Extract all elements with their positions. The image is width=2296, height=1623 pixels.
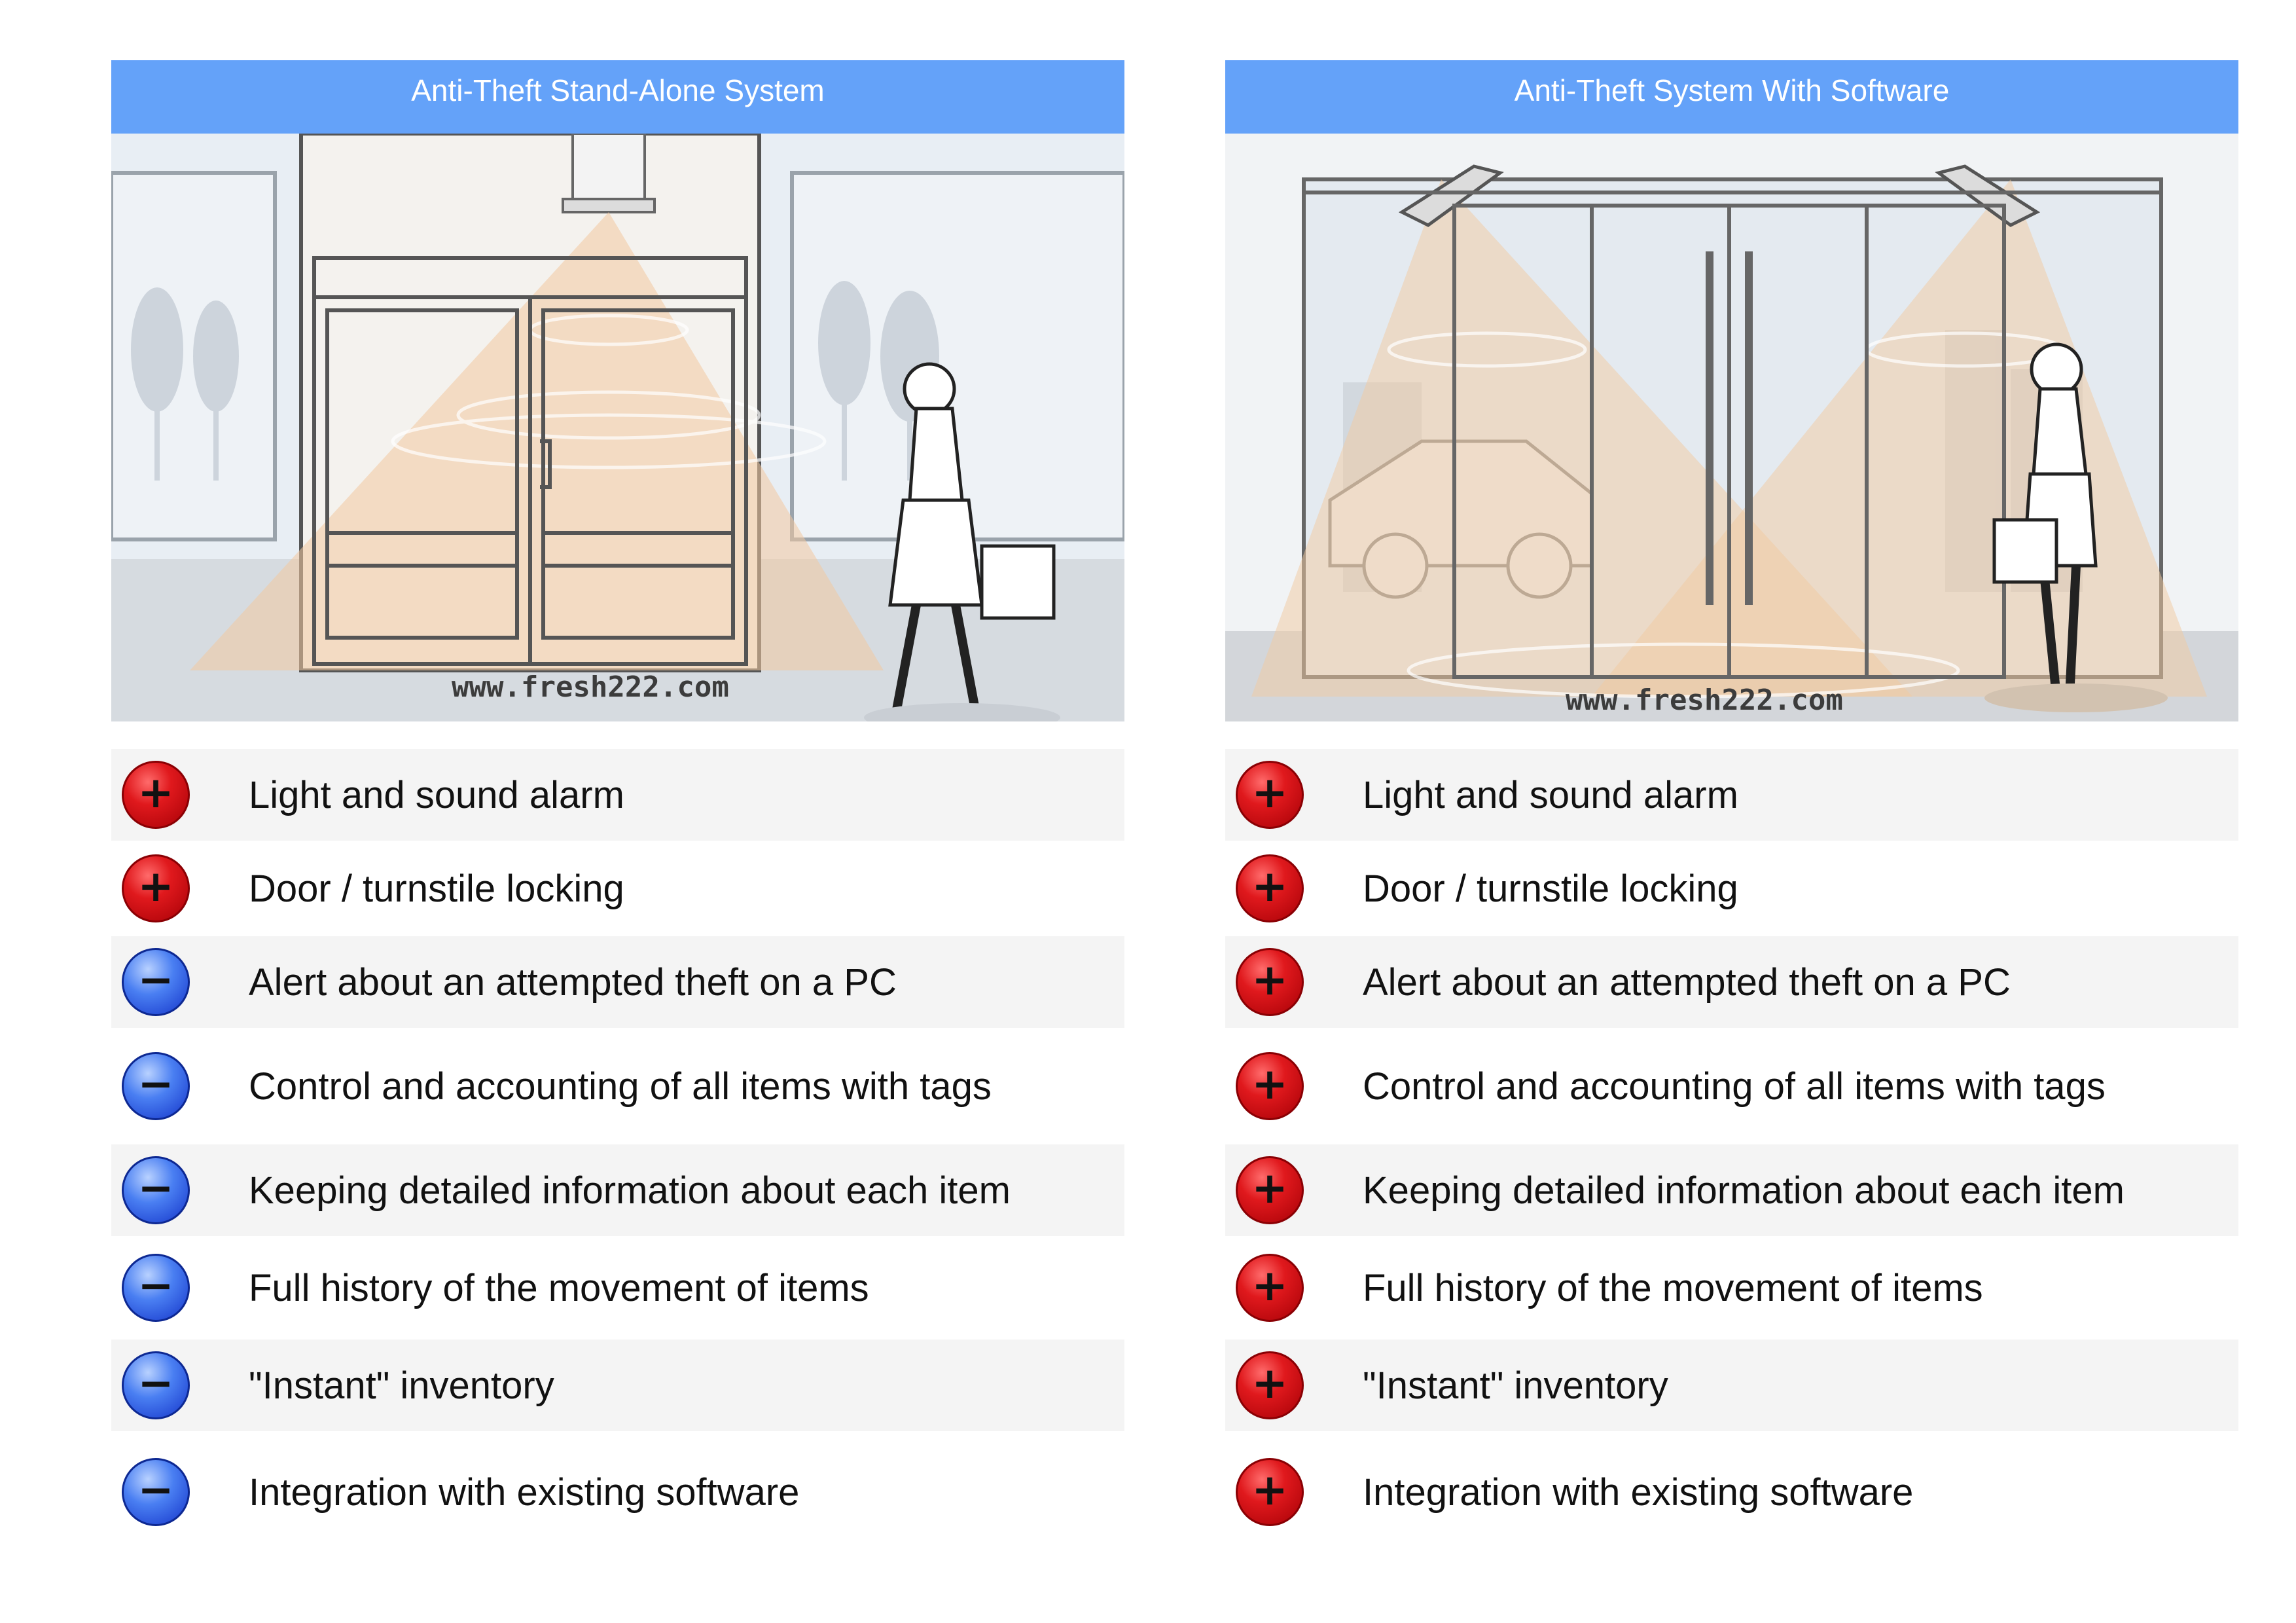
panel-with-software: Anti-Theft System With Software	[1225, 60, 2238, 1553]
feature-list: + Light and sound alarm + Door / turnsti…	[111, 749, 1124, 1553]
feature-row-instant-inventory: − "Instant" inventory	[111, 1340, 1124, 1431]
plus-icon: +	[1236, 1351, 1304, 1419]
feature-label: "Instant" inventory	[249, 1364, 554, 1407]
feature-label: Full history of the movement of items	[1363, 1266, 1983, 1309]
feature-row-control-and-accounting: + Control and accounting of all items wi…	[1225, 1028, 2238, 1144]
minus-icon: −	[122, 1254, 190, 1322]
panel-stand-alone: Anti-Theft Stand-Alone System	[111, 60, 1124, 1553]
minus-icon: −	[122, 1156, 190, 1224]
minus-icon: −	[122, 1351, 190, 1419]
door-scene-image: www.fresh222.com	[111, 134, 1124, 721]
minus-icon: −	[122, 948, 190, 1016]
feature-row-light-and-sound-alarm: + Light and sound alarm	[111, 749, 1124, 841]
feature-label: Control and accounting of all items with…	[1363, 1065, 2106, 1108]
feature-row-door-turnstile-locking: + Door / turnstile locking	[1225, 841, 2238, 936]
feature-row-movement-history: − Full history of the movement of items	[111, 1236, 1124, 1340]
plus-icon: +	[122, 854, 190, 922]
watermark-text: www.fresh222.com	[452, 670, 729, 704]
feature-label: Integration with existing software	[249, 1470, 800, 1514]
feature-list: + Light and sound alarm + Door / turnsti…	[1225, 749, 2238, 1553]
plus-icon: +	[1236, 1052, 1304, 1120]
plus-icon: +	[1236, 1458, 1304, 1526]
plus-icon: +	[1236, 1156, 1304, 1224]
plus-icon: +	[1236, 948, 1304, 1016]
feature-label: Light and sound alarm	[249, 773, 624, 816]
feature-row-detailed-information: + Keeping detailed information about eac…	[1225, 1144, 2238, 1236]
feature-row-alert-on-pc: + Alert about an attempted theft on a PC	[1225, 936, 2238, 1028]
software-system-illustration: www.fresh222.com	[1225, 134, 2238, 721]
glass-doors-scene-image: www.fresh222.com	[1225, 134, 2238, 721]
minus-icon: −	[122, 1458, 190, 1526]
feature-row-software-integration: − Integration with existing software	[111, 1431, 1124, 1553]
feature-label: Integration with existing software	[1363, 1470, 1914, 1514]
watermark-text: www.fresh222.com	[1566, 684, 1843, 717]
feature-label: Door / turnstile locking	[1363, 867, 1738, 910]
feature-row-door-turnstile-locking: + Door / turnstile locking	[111, 841, 1124, 936]
plus-icon: +	[122, 761, 190, 829]
feature-row-instant-inventory: + "Instant" inventory	[1225, 1340, 2238, 1431]
feature-row-movement-history: + Full history of the movement of items	[1225, 1236, 2238, 1340]
panel-title: Anti-Theft System With Software	[1225, 60, 2238, 134]
feature-label: Full history of the movement of items	[249, 1266, 869, 1309]
feature-label: Control and accounting of all items with…	[249, 1065, 992, 1108]
feature-label: Door / turnstile locking	[249, 867, 624, 910]
feature-label: Light and sound alarm	[1363, 773, 1738, 816]
feature-label: Alert about an attempted theft on a PC	[249, 960, 897, 1004]
plus-icon: +	[1236, 761, 1304, 829]
plus-icon: +	[1236, 854, 1304, 922]
stand-alone-illustration: www.fresh222.com	[111, 134, 1124, 721]
feature-label: Keeping detailed information about each …	[249, 1169, 1011, 1212]
panel-title: Anti-Theft Stand-Alone System	[111, 60, 1124, 134]
feature-row-control-and-accounting: − Control and accounting of all items wi…	[111, 1028, 1124, 1144]
plus-icon: +	[1236, 1254, 1304, 1322]
minus-icon: −	[122, 1052, 190, 1120]
feature-row-software-integration: + Integration with existing software	[1225, 1431, 2238, 1553]
feature-label: Alert about an attempted theft on a PC	[1363, 960, 2011, 1004]
feature-label: Keeping detailed information about each …	[1363, 1169, 2125, 1212]
feature-row-light-and-sound-alarm: + Light and sound alarm	[1225, 749, 2238, 841]
feature-row-detailed-information: − Keeping detailed information about eac…	[111, 1144, 1124, 1236]
feature-row-alert-on-pc: − Alert about an attempted theft on a PC	[111, 936, 1124, 1028]
feature-label: "Instant" inventory	[1363, 1364, 1668, 1407]
